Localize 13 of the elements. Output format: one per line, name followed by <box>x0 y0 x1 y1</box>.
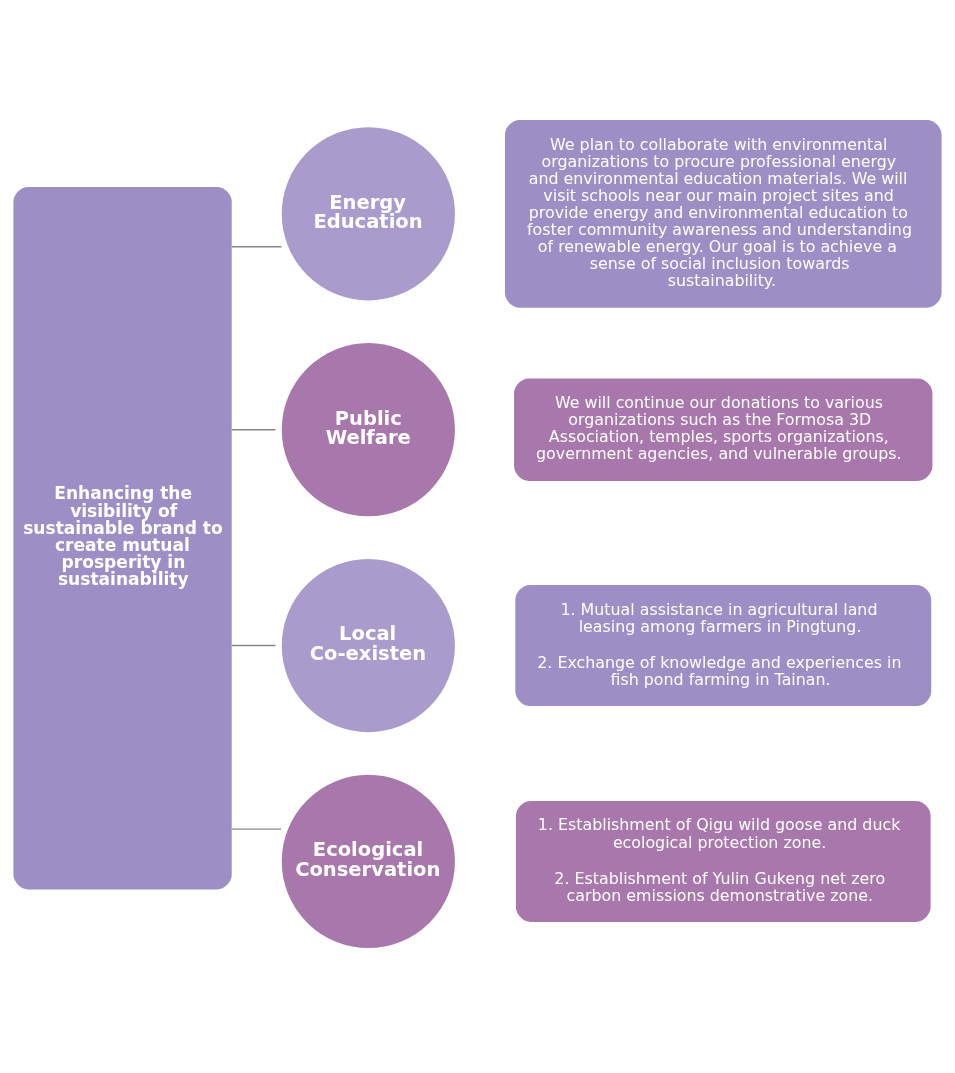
node-box: 1. Mutual assistance in agricultural land leasing among farmers in Pingtung. 2. Exchange of knowledge and experiences in fish pond farming in Tainan. <box>515 584 932 706</box>
node-circle: Ecological Conservation <box>279 771 458 950</box>
connector <box>231 644 277 646</box>
node-box: Enhancing the visibility of sustainable brand to create mutual prosperity in sustainability <box>13 186 232 889</box>
node-box: We plan to collaborate with environmental organizations to procure professional energy and environmental education materials. We will visit schools near our main project sites and provide energy and environmental education to foster community awareness and understanding of renewable energy. Our goal is to achieve a sense of social inclusion towards sustainability. <box>504 119 942 308</box>
node-circle: Local Co-existen <box>279 556 458 735</box>
node-circle: Public Welfare <box>279 340 458 519</box>
connector <box>231 428 277 430</box>
connector <box>231 827 282 830</box>
connector <box>231 245 283 247</box>
node-circle: Energy Education <box>279 124 458 303</box>
node-box: We will continue our donations to various organizations such as the Formosa 3D Association, temples, sports organizations, government agencies, and vulnerable groups. <box>514 377 933 481</box>
node-box: 1. Establishment of Qigu wild goose and duck ecological protection zone. 2. Establishment of Yulin Gukeng net zero carbon emissions demonstrative zone. <box>515 800 931 922</box>
